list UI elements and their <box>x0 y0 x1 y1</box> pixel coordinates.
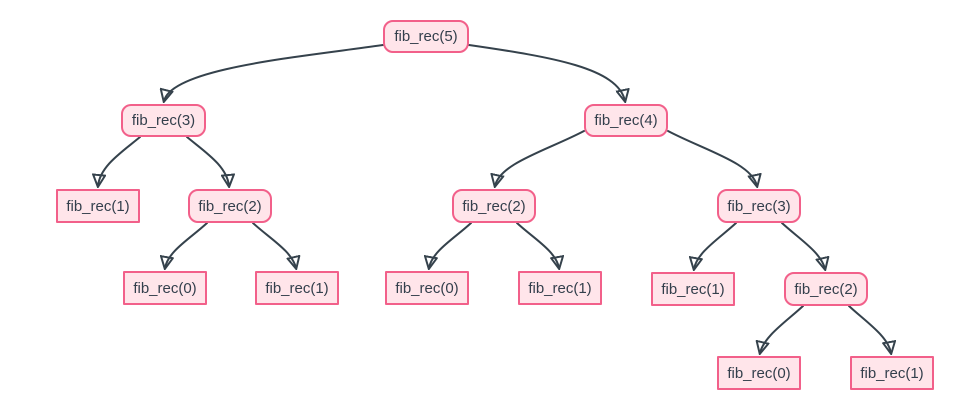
edge-n4-n4_2 <box>495 130 585 186</box>
tree-node-fib-rec-1-b: fib_rec(1) <box>255 271 339 305</box>
tree-node-fib-rec-3-left: fib_rec(3) <box>121 104 206 137</box>
edge-n5-n3 <box>164 44 384 101</box>
tree-node-fib-rec-0-b: fib_rec(0) <box>385 271 469 305</box>
tree-node-fib-rec-2-a: fib_rec(2) <box>188 189 272 223</box>
tree-node-fib-rec-2-c: fib_rec(2) <box>784 272 868 306</box>
tree-node-fib-rec-5: fib_rec(5) <box>383 20 469 53</box>
edge-n3-n3_1 <box>98 136 141 186</box>
tree-node-fib-rec-3-right: fib_rec(3) <box>717 189 801 223</box>
edge-n3_2-n3_2_1 <box>252 222 296 268</box>
tree-node-fib-rec-1-d: fib_rec(1) <box>651 272 735 306</box>
edge-n4_3_2-n4_3_2_0 <box>760 305 804 353</box>
edge-n5-n4 <box>468 44 625 101</box>
edge-n3-n3_2 <box>186 136 229 186</box>
tree-node-fib-rec-2-b: fib_rec(2) <box>452 189 536 223</box>
edge-n3_2-n3_2_0 <box>165 222 208 268</box>
edge-n4-n4_3 <box>667 130 757 186</box>
tree-node-fib-rec-0-c: fib_rec(0) <box>717 356 801 390</box>
tree-node-fib-rec-4: fib_rec(4) <box>584 104 668 137</box>
tree-node-fib-rec-0-a: fib_rec(0) <box>123 271 207 305</box>
edge-n4_3-n4_3_2 <box>781 222 825 269</box>
tree-node-fib-rec-1-c: fib_rec(1) <box>518 271 602 305</box>
tree-node-fib-rec-1-e: fib_rec(1) <box>850 356 934 390</box>
edge-n4_3-n4_3_1 <box>694 222 737 269</box>
edge-n4_3_2-n4_3_2_1 <box>848 305 891 353</box>
tree-node-fib-rec-1-a: fib_rec(1) <box>56 189 140 223</box>
edge-n4_2-n4_2_0 <box>429 222 472 268</box>
edge-n4_2-n4_2_1 <box>516 222 559 268</box>
